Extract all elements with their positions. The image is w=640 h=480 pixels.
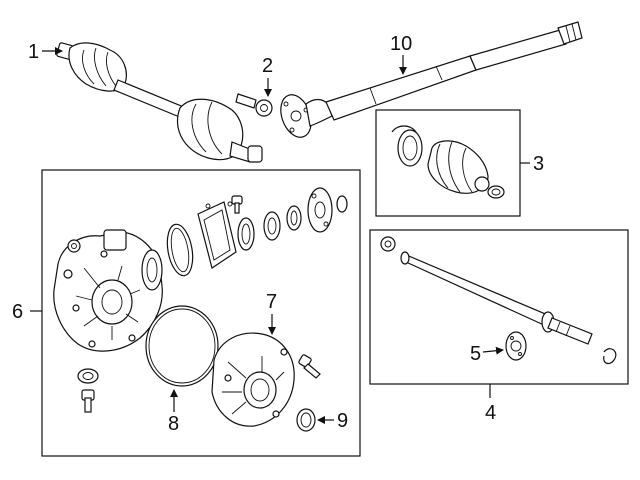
callout-7: 7 <box>266 291 277 313</box>
boot-kit-parts <box>391 125 505 199</box>
callout-3: 3 <box>533 153 544 175</box>
callout-9: 9 <box>337 410 348 432</box>
leader-5 <box>482 346 504 355</box>
shaft-assembly-box <box>369 229 629 385</box>
drive-shaft <box>280 21 583 138</box>
bolt-part-2 <box>235 93 273 117</box>
differential-box <box>41 169 361 457</box>
callout-4: 4 <box>485 402 496 424</box>
callout-6: 6 <box>12 301 23 323</box>
callout-5: 5 <box>470 343 481 365</box>
callout-1: 1 <box>28 41 39 63</box>
shaft-assembly-parts <box>380 236 617 365</box>
callout-2: 2 <box>262 55 273 77</box>
differential-parts <box>53 187 348 432</box>
callout-10: 10 <box>390 33 412 55</box>
axle-half-shaft <box>56 42 263 163</box>
callout-8: 8 <box>168 413 179 435</box>
